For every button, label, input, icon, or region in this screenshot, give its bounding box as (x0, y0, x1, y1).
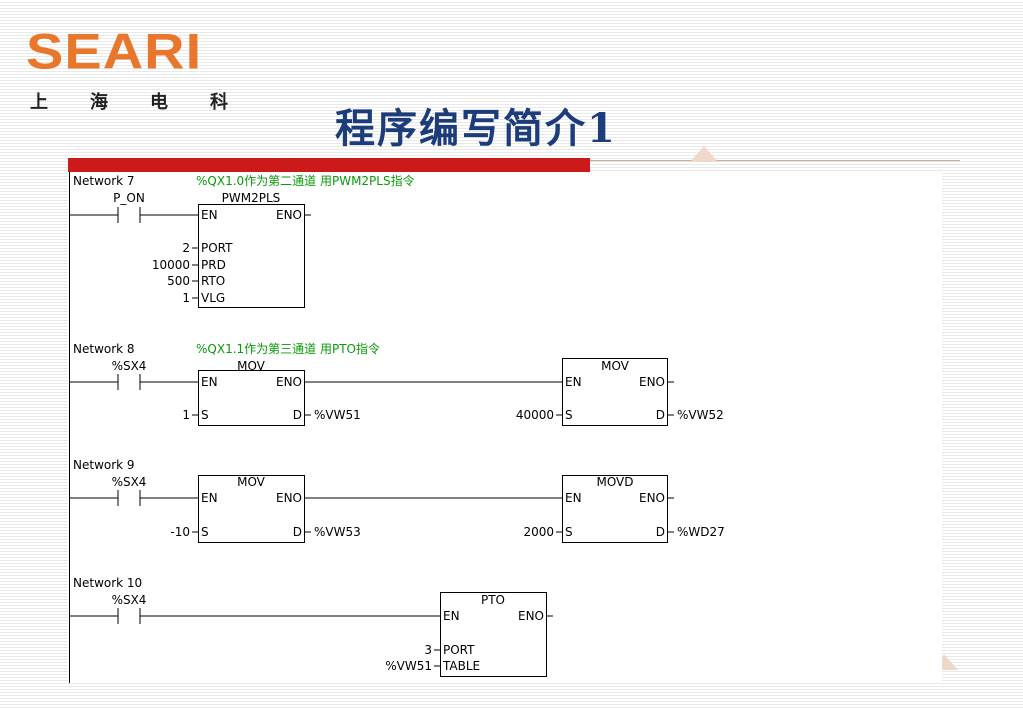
pin-label: S (565, 408, 573, 422)
pin-eno: ENO (276, 208, 302, 222)
pin-label: PRD (201, 258, 226, 272)
contact-label: %SX4 (112, 475, 147, 489)
ladder-diagram-panel: Network 7 %QX1.0作为第二通道 用PWM2PLS指令 P_ON P… (68, 172, 942, 683)
pin-label: S (201, 525, 209, 539)
contact-label: P_ON (113, 191, 145, 205)
pin-label: D (656, 525, 665, 539)
contact-label: %SX4 (112, 359, 147, 373)
network-label: Network 8 (73, 342, 135, 356)
pwm2pls-block (198, 204, 305, 308)
mov-block (562, 358, 668, 426)
logo-brand: SEARI (26, 22, 203, 80)
mov-block (198, 370, 305, 426)
logo-cn-char: 科 (210, 92, 228, 113)
pin-en: EN (201, 375, 218, 389)
network-comment: %QX1.1作为第三通道 用PTO指令 (196, 341, 380, 356)
logo-cn-char: 上 (30, 92, 48, 113)
movd-block (562, 475, 668, 543)
network-comment: %QX1.0作为第二通道 用PWM2PLS指令 (196, 173, 415, 188)
slide-title: 程序编写简介1 (335, 105, 617, 152)
divider-line (590, 160, 960, 161)
pin-label: D (656, 408, 665, 422)
input-value: 1 (182, 291, 190, 305)
network-label: Network 7 (73, 174, 135, 188)
pin-label: S (565, 525, 573, 539)
pin-label: TABLE (442, 659, 480, 673)
mov-block (198, 475, 305, 543)
pin-label: D (293, 525, 302, 539)
logo-cn-char: 海 (90, 92, 108, 113)
pin-label: PORT (201, 241, 233, 255)
seari-logo: SEARI 上 海 电 科 (26, 26, 236, 116)
pin-eno: ENO (639, 375, 665, 389)
pin-label: D (293, 408, 302, 422)
pin-en: EN (201, 208, 218, 222)
pin-en: EN (443, 609, 460, 623)
block-name: MOV (237, 359, 266, 373)
input-value: -10 (170, 525, 190, 539)
triangle-decoration (690, 146, 718, 162)
ladder-diagram: Network 7 %QX1.0作为第二通道 用PWM2PLS指令 P_ON P… (69, 172, 725, 683)
input-value: %VW51 (385, 659, 432, 673)
logo-cn-char: 电 (150, 92, 168, 113)
output-value: %VW52 (677, 408, 724, 422)
pin-eno: ENO (276, 491, 302, 505)
contact-label: %SX4 (112, 593, 147, 607)
pin-eno: ENO (276, 375, 302, 389)
network-label: Network 10 (73, 576, 142, 590)
input-value: 40000 (516, 408, 554, 422)
pin-label: VLG (201, 291, 225, 305)
output-value: %VW51 (314, 408, 361, 422)
input-value: 2 (182, 241, 190, 255)
input-value: 3 (424, 643, 432, 657)
output-value: %VW53 (314, 525, 361, 539)
block-name: MOVD (596, 475, 633, 489)
input-value: 10000 (152, 258, 190, 272)
pin-en: EN (565, 375, 582, 389)
input-value: 1 (182, 408, 190, 422)
block-name: MOV (237, 475, 266, 489)
output-value: %WD27 (677, 525, 725, 539)
pin-en: EN (201, 491, 218, 505)
pin-label: PORT (443, 643, 475, 657)
network-label: Network 9 (73, 458, 135, 472)
input-value: 2000 (523, 525, 554, 539)
pto-block (440, 592, 547, 677)
input-value: 500 (167, 274, 190, 288)
pin-label: S (201, 408, 209, 422)
title-underline-bar (68, 158, 590, 172)
block-name: MOV (601, 359, 630, 373)
block-name: PWM2PLS (222, 191, 281, 205)
pin-eno: ENO (518, 609, 544, 623)
pin-label: RTO (201, 274, 225, 288)
block-name: PTO (481, 593, 505, 607)
pin-en: EN (565, 491, 582, 505)
pin-eno: ENO (639, 491, 665, 505)
